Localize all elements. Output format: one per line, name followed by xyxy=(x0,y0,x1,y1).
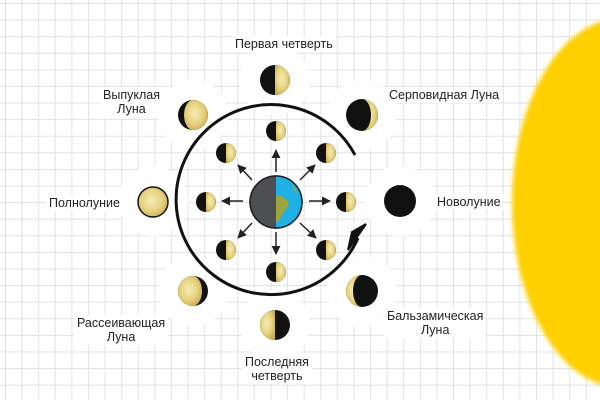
moon-waning-crescent xyxy=(346,275,378,307)
orbit-arrow xyxy=(174,103,367,297)
moon-waxing-crescent xyxy=(346,99,378,131)
moon-full xyxy=(137,186,169,218)
label-line-2: четверть xyxy=(251,369,303,383)
label-line-1: Выпуклая xyxy=(103,88,160,102)
moon-last-quarter xyxy=(260,310,290,340)
inner-moons xyxy=(196,121,356,282)
label-last-quarter: Последняя четверть xyxy=(242,354,312,384)
label-waxing-crescent: Серповидная Луна xyxy=(386,87,503,103)
label-text: Новолуние xyxy=(437,195,501,209)
label-new-moon: Новолуние xyxy=(434,194,504,210)
label-balsamic: Бальзамическая Луна xyxy=(384,308,487,338)
label-line-1: Рассеивающая xyxy=(77,316,166,330)
label-text: Серповидная Луна xyxy=(389,88,500,102)
label-line-2: Луна xyxy=(117,102,146,116)
earth-icon xyxy=(249,175,303,229)
label-line-2: Луна xyxy=(420,323,450,337)
label-first-quarter: Первая четверть xyxy=(232,36,336,52)
label-text: Полнолуние xyxy=(49,196,120,210)
label-waxing-gibbous: Выпуклая Луна xyxy=(100,87,163,117)
moon-new xyxy=(384,185,416,217)
moon-first-quarter xyxy=(260,65,290,95)
sunlight-arrows xyxy=(221,149,331,255)
moon-waning-gibbous xyxy=(178,276,208,306)
label-line-1: Последняя xyxy=(245,355,309,369)
label-full-moon: Полнолуние xyxy=(46,195,123,211)
label-line-2: Луна xyxy=(106,330,136,344)
label-text: Первая четверть xyxy=(235,37,333,51)
label-line-1: Бальзамическая xyxy=(387,309,484,323)
label-waning-gibbous: Рассеивающая Луна xyxy=(74,315,169,345)
moon-waxing-gibbous xyxy=(178,100,208,130)
